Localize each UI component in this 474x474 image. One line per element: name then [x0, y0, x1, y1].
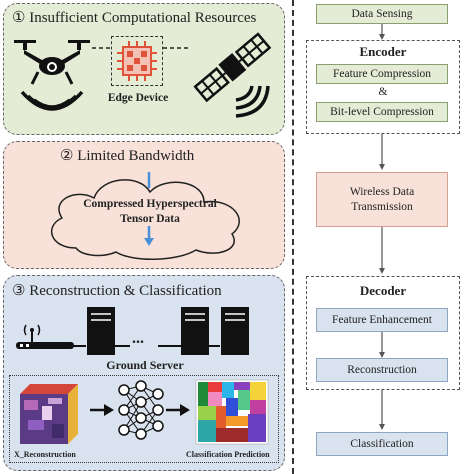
chip-icon: [117, 41, 157, 81]
wireless-transmission-box: Wireless Data Transmission: [316, 172, 448, 227]
wireless-line1: Wireless Data: [349, 186, 415, 198]
pipeline-arrows: [90, 404, 190, 416]
wireless-line2: Transmission: [351, 201, 413, 213]
edge-device-box: [111, 36, 163, 86]
antenna-icon: [16, 324, 74, 349]
edge-device-label: Edge Device: [107, 92, 169, 104]
bandwidth-arrows: [144, 172, 154, 246]
neural-network-icon: [118, 380, 164, 440]
panel-title-bandwidth: ② Limited Bandwidth: [60, 148, 195, 164]
server-dots: ...: [132, 330, 144, 347]
feature-compression-box: Feature Compression: [316, 64, 448, 84]
encoder-group: [306, 40, 460, 134]
server-icon: [87, 307, 115, 355]
classification-box: Classification: [316, 432, 448, 456]
server-icon: [181, 307, 209, 355]
bit-level-compression-box: Bit-level Compression: [316, 102, 448, 122]
panel-title-reconstruction: ③ Reconstruction & Classification: [12, 283, 222, 299]
edge-link-lines: [92, 47, 190, 49]
encoder-title: Encoder: [359, 44, 407, 59]
decoder-group: [306, 276, 460, 390]
panel-title-computational: ① Insufficient Computational Resources: [12, 10, 257, 26]
server-icon: [221, 307, 249, 355]
compressed-data-line2: Tensor Data: [120, 213, 180, 225]
prediction-label: Classification Prediction: [186, 450, 270, 459]
cloud-icon: [51, 179, 240, 260]
decoder-title: Decoder: [359, 283, 407, 298]
compressed-data-label: Compressed Hyperspectral Tensor Data: [60, 197, 240, 227]
reconstruction-box: Reconstruction: [316, 358, 448, 382]
section-divider: [292, 0, 294, 474]
compressed-data-line1: Compressed Hyperspectral: [83, 198, 217, 210]
network-link-line: [66, 345, 220, 347]
ground-server-label: Ground Server: [106, 358, 184, 372]
encoder-and-sign: &: [378, 86, 388, 98]
pipeline-box: [9, 375, 279, 463]
data-sensing-box: Data Sensing: [316, 4, 448, 24]
satellite-icon: [193, 32, 272, 118]
drone-icon: [14, 40, 90, 111]
reconstruction-label: X_Reconstruction: [14, 450, 76, 459]
feature-enhancement-box: Feature Enhancement: [316, 308, 448, 332]
classification-map-icon: [195, 379, 269, 445]
hyperspectral-cube-icon: [20, 384, 78, 444]
